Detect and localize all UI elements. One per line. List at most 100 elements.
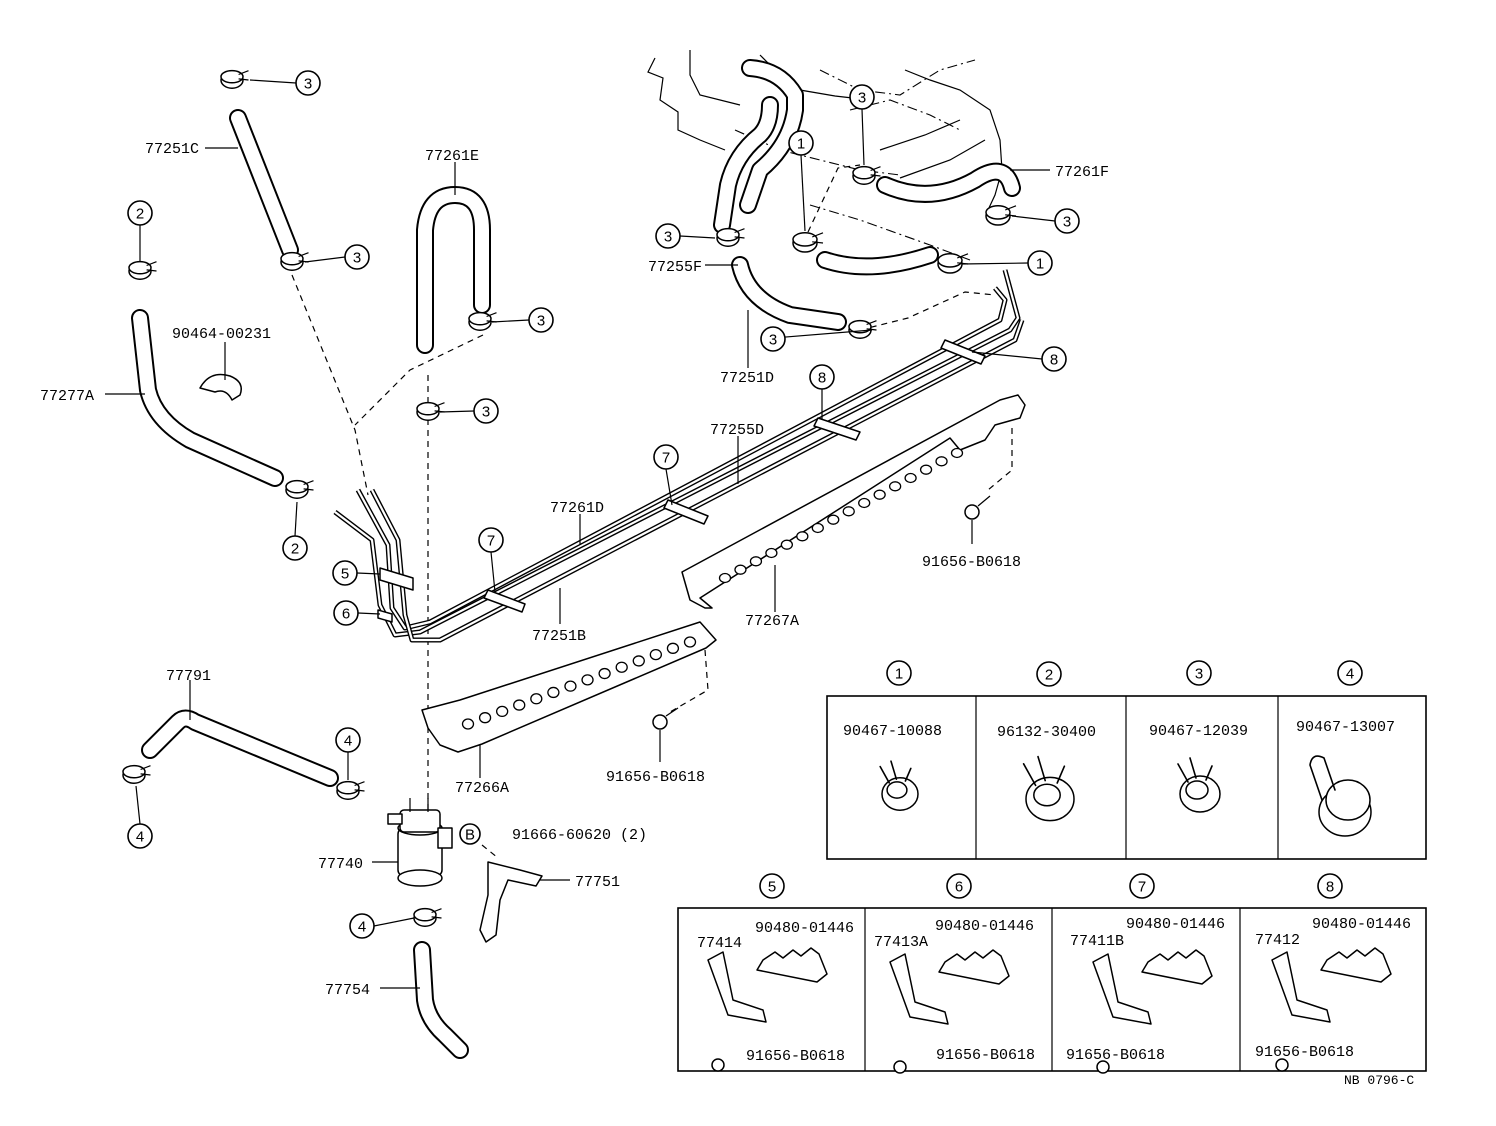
callout-3: 3 [655, 223, 681, 249]
svg-text:7: 7 [662, 450, 670, 467]
hose-clamp [280, 251, 309, 271]
bracket-hole [935, 456, 948, 467]
bracket-hole [530, 693, 543, 705]
callout-leader [439, 410, 475, 413]
bracket-77413A: 77413A [874, 934, 928, 951]
hose-clamp [852, 165, 881, 185]
callout-leader [800, 154, 806, 232]
bracket-header-8: 8 [1317, 873, 1343, 899]
callout-2: 2 [127, 200, 153, 226]
clamp-part-1: 90467-10088 [843, 723, 942, 740]
callout-leader [491, 319, 530, 323]
bolt-illustration [1275, 1058, 1289, 1072]
bracket-77267A [681, 394, 1026, 609]
engine-outline [647, 50, 1003, 261]
clamp-90480-01446-7: 90480-01446 [1126, 916, 1225, 933]
bracket-hole [734, 564, 747, 575]
hose-clamp [985, 205, 1017, 226]
table-illustrations [707, 755, 1392, 1074]
svg-text:6: 6 [342, 606, 350, 623]
clamp-header-1: 1 [886, 660, 912, 686]
callouts: 3 3 3 3 3 3 3 3 2 2 1 1 8 8 7 7 5 6 4 4 … [127, 70, 1080, 939]
callout-1: 1 [1027, 250, 1053, 276]
callout-3: 3 [760, 326, 786, 352]
svg-text:3: 3 [858, 90, 866, 107]
pipe-clip-illustration [938, 949, 1010, 985]
clamp-header-2: 2 [1036, 661, 1062, 687]
clamp-part-3: 90467-12039 [1149, 723, 1248, 740]
hose-77251D [731, 256, 847, 331]
bolt-label-5: 91656-B0618 [746, 1048, 845, 1065]
bracket-table [677, 907, 1427, 1072]
callout-leader [357, 612, 381, 615]
svg-text:B: B [465, 827, 475, 844]
callout-4: 4 [349, 913, 375, 939]
reference-code: NB 0796-C [1344, 1073, 1414, 1088]
clamp-90480-01446-8: 90480-01446 [1312, 916, 1411, 933]
callout-3: 3 [295, 70, 321, 96]
bracket-holes-77267A [718, 447, 964, 584]
label-77261E: 77261E [425, 148, 479, 165]
svg-text:3: 3 [353, 250, 361, 267]
bracket-hole [796, 531, 809, 542]
svg-text:4: 4 [1346, 666, 1354, 683]
bracket-hole [581, 674, 594, 686]
pipe-clip-illustration [1141, 949, 1213, 985]
callout-7: 7 [478, 527, 504, 553]
bracket-hole [811, 522, 824, 534]
spring-clamp-illustration [1309, 755, 1372, 837]
pipe-clip-illustration [756, 947, 828, 983]
svg-text:7: 7 [1138, 879, 1146, 896]
bracket-hole [513, 699, 526, 711]
hose-77251C [229, 109, 299, 259]
pipe-clamps [377, 339, 986, 623]
svg-text:3: 3 [304, 76, 312, 93]
hose-clamp [937, 253, 969, 274]
callout-B: B [459, 823, 481, 845]
hose-77277A [131, 309, 284, 487]
label-77754: 77754 [325, 982, 370, 999]
callout-leader [294, 501, 298, 537]
callout-7: 7 [653, 444, 679, 470]
bracket-hole [478, 712, 492, 724]
clamp-table [826, 695, 1427, 860]
svg-text:5: 5 [768, 879, 776, 896]
label-77255F: 77255F [648, 259, 702, 276]
callout-4: 4 [335, 727, 361, 753]
svg-text:3: 3 [1195, 666, 1203, 683]
label-91656-B0618-b: 91656-B0618 [606, 769, 705, 786]
bracket-table-text: 5 6 7 8 90480-01446 90480-01446 90480-01… [697, 873, 1411, 1065]
bracket-hole [749, 556, 763, 567]
bolt-91656-B0618-b [652, 707, 679, 730]
svg-text:3: 3 [769, 332, 777, 349]
clamp-90480-01446-6: 90480-01446 [935, 918, 1034, 935]
bracket-hole [858, 497, 871, 509]
bracket-hole [547, 686, 560, 699]
callout-3: 3 [849, 84, 875, 110]
label-leaders [105, 147, 1050, 989]
svg-text:2: 2 [291, 541, 299, 558]
svg-text:2: 2 [1045, 667, 1053, 684]
hose-clamp [716, 227, 745, 247]
callout-leader [679, 235, 716, 239]
callout-leader [373, 917, 415, 927]
svg-text:7: 7 [487, 533, 495, 550]
callout-1: 1 [788, 130, 814, 156]
bracket-hole [950, 447, 964, 459]
hose-clamp [416, 401, 445, 421]
bolt-illustration [711, 1058, 725, 1072]
bracket-hole [649, 648, 662, 661]
bolt-illustration [893, 1060, 907, 1074]
svg-text:8: 8 [1326, 879, 1334, 896]
label-77251B: 77251B [532, 628, 586, 645]
callout-4: 4 [127, 823, 153, 849]
svg-text:1: 1 [797, 136, 805, 153]
hose-clamp [848, 319, 877, 339]
label-91666-60620: 91666-60620 (2) [512, 827, 647, 844]
svg-text:4: 4 [358, 919, 366, 936]
svg-text:3: 3 [537, 313, 545, 330]
callout-2: 2 [282, 535, 308, 561]
svg-text:3: 3 [664, 229, 672, 246]
bolt-label-6: 91656-B0618 [936, 1047, 1035, 1064]
